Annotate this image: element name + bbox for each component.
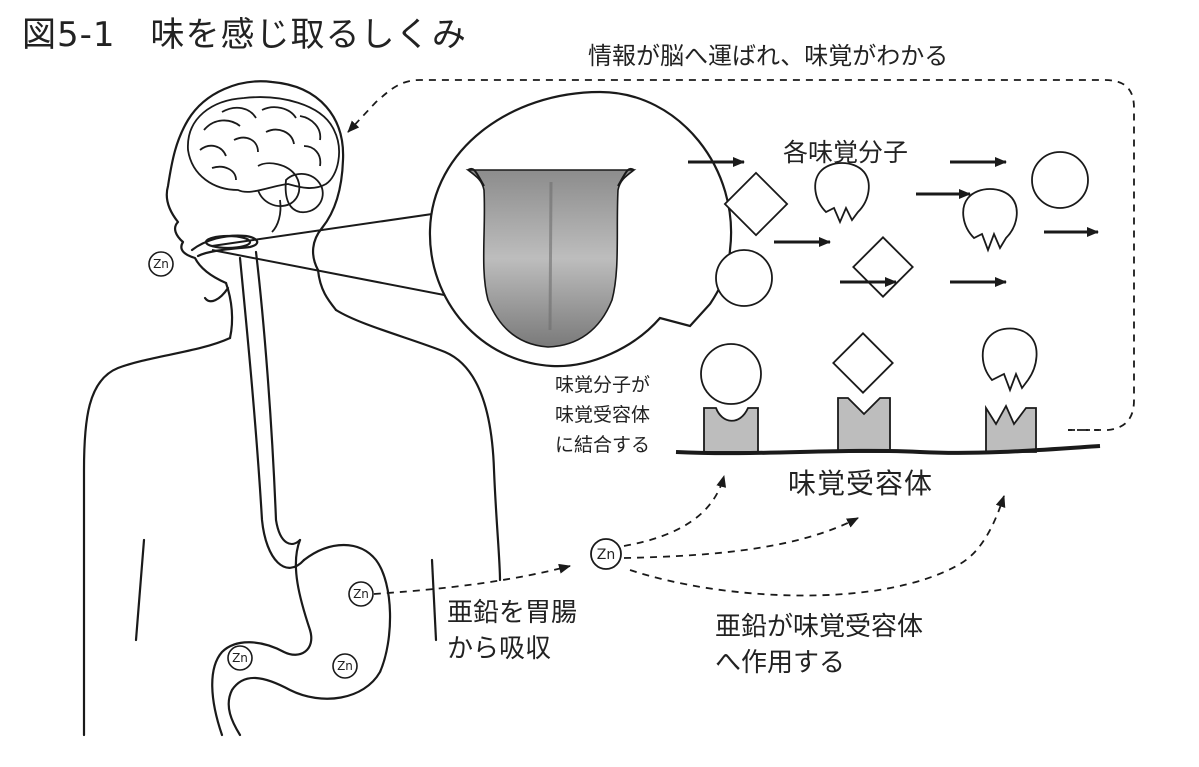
absorb-label-line-1: 亜鉛を胃腸 (447, 598, 578, 628)
bound-molecule-drop (981, 327, 1038, 393)
absorb-label-line-2: から吸収 (447, 634, 552, 664)
receptor-1 (703, 407, 759, 453)
molecule-circle-2 (1031, 151, 1089, 209)
tongue-callout (211, 90, 733, 368)
zinc-arrow-receptor-3 (629, 495, 1006, 597)
svg-text:Zn: Zn (232, 651, 248, 665)
zinc-marker-stomach-1: Zn (348, 581, 374, 607)
zinc-action-label-line-2: へ作用する (715, 648, 846, 678)
mouth (190, 234, 259, 258)
zinc-arrow-receptor-2 (623, 517, 859, 559)
figure-title: 図5-1 味を感じ取るしくみ (22, 15, 467, 55)
neck-back (316, 268, 338, 312)
brain (187, 96, 340, 233)
zinc-arrows (373, 475, 1006, 597)
binding-label-line-3: に結合する (555, 434, 651, 456)
head-outline (165, 80, 345, 285)
stomach-inner (211, 538, 313, 737)
binding-label-line-2: 味覚受容体 (555, 404, 651, 426)
esophagus-right (254, 250, 302, 545)
bound-molecule-circle (700, 343, 762, 405)
right-shoulder (334, 308, 502, 582)
molecule-drop-1 (814, 162, 870, 225)
molecule-arrows (688, 157, 1099, 287)
tongue (465, 167, 637, 348)
left-arm-line (134, 538, 146, 642)
receptor-2 (837, 397, 891, 453)
taste-molecules (715, 151, 1089, 307)
zinc-marker-stomach-3: Zn (227, 645, 253, 671)
svg-text:Zn: Zn (337, 659, 353, 673)
zinc-marker-free: Zn (590, 538, 622, 570)
svg-text:Zn: Zn (597, 547, 615, 563)
receptor-label: 味覚受容体 (788, 467, 934, 500)
bound-molecule-diamond (832, 332, 894, 394)
svg-text:Zn: Zn (353, 587, 369, 601)
absorb-arrow (373, 563, 571, 595)
zinc-arrow-receptor-1 (623, 475, 727, 547)
molecule-circle-1 (715, 249, 773, 307)
zinc-action-label-line-1: 亜鉛が味覚受容体 (715, 612, 924, 642)
right-arm-line (430, 558, 438, 642)
zinc-marker-head: Zn (148, 251, 174, 277)
brain-info-label: 情報が脳へ運ばれ、味覚がわかる (588, 42, 949, 70)
molecule-drop-2 (962, 188, 1018, 253)
zinc-marker-stomach-2: Zn (332, 653, 358, 679)
svg-text:Zn: Zn (153, 257, 169, 271)
esophagus-left (238, 256, 306, 569)
membrane (675, 444, 1101, 456)
neck-fold (203, 286, 230, 303)
receptor-3 (985, 403, 1037, 453)
binding-label-line-1: 味覚分子が (555, 374, 651, 396)
human-figure (82, 80, 502, 737)
molecule-diamond-2 (852, 236, 914, 298)
receptors (700, 327, 1038, 453)
left-shoulder (82, 336, 232, 737)
stomach (227, 543, 392, 737)
taste-molecules-label: 各味覚分子 (783, 138, 909, 167)
zinc-markers: Zn Zn Zn Zn Zn (148, 251, 622, 679)
molecule-diamond-1 (723, 171, 789, 237)
signal-to-brain-path (347, 79, 1135, 431)
